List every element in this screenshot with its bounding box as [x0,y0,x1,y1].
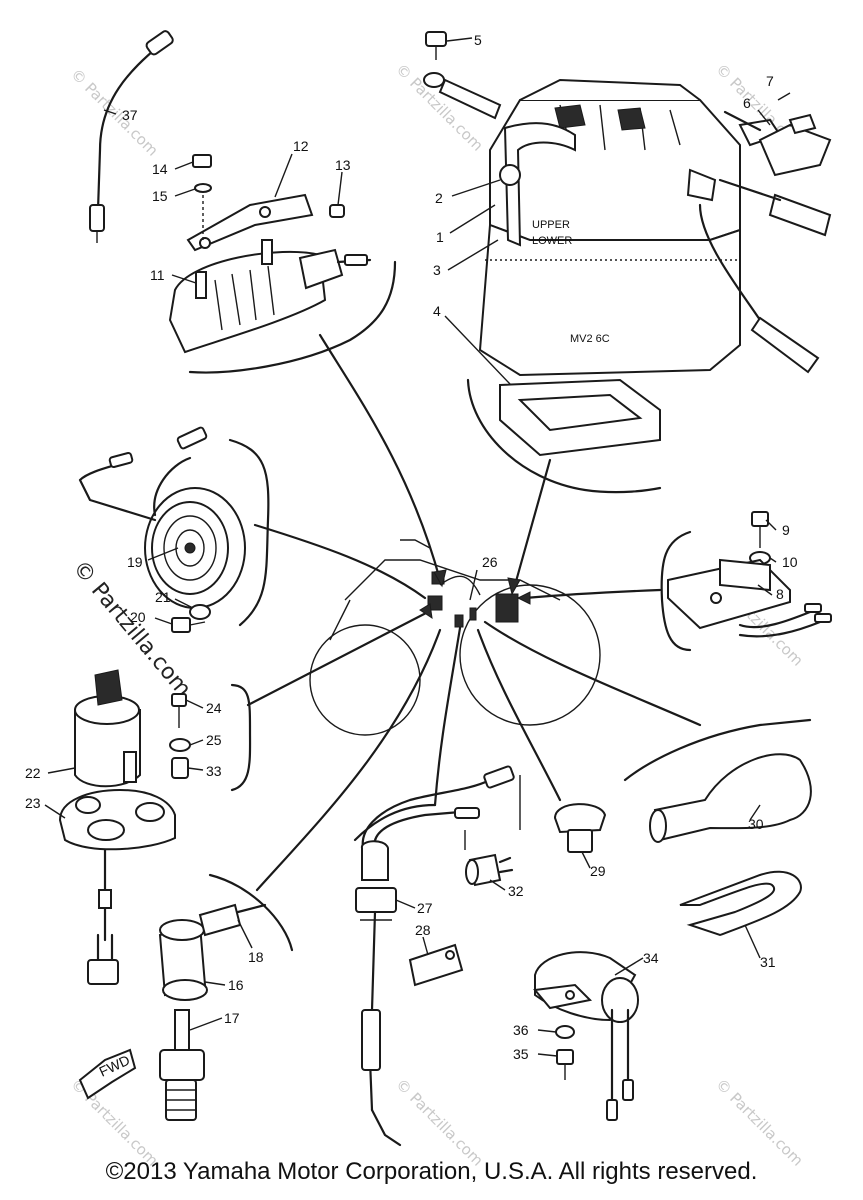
callout-4: 4 [433,303,441,319]
callout-20: 20 [130,609,146,625]
watermark: © Partzilla.com [67,65,162,160]
part-8-rectifier [667,511,832,638]
battery-model-label: MV2 6C [570,333,610,345]
battery-lower-label: LOWER [532,235,572,247]
callout-25: 25 [206,732,222,748]
callout-27: 27 [417,900,433,916]
callout-5: 5 [474,32,482,48]
part-34-35-36-flasher [533,951,639,1121]
callout-13: 13 [335,157,351,173]
callout-17: 17 [224,1010,240,1026]
callout-21: 21 [155,589,171,605]
callout-29: 29 [590,863,606,879]
bracket-cap [623,718,812,782]
leader-lines [246,333,702,892]
callout-30: 30 [748,816,764,832]
watermark: © Partzilla.com [67,1075,162,1170]
bracket-spark-plug [208,873,294,952]
callout-28: 28 [415,922,431,938]
callout-11: 11 [150,267,165,283]
bracket-relay [188,260,397,374]
battery-upper-label: UPPER [532,219,570,231]
part-19-horn [78,426,246,633]
callout-18: 18 [248,949,264,965]
bracket-main-switch [230,683,252,792]
callout-6: 6 [743,95,751,111]
callout-9: 9 [782,522,790,538]
callout-36: 36 [513,1022,529,1038]
callout-12: 12 [293,138,309,154]
callout-31: 31 [760,954,776,970]
part-16-17-18-spark-plug [158,903,267,1121]
part-29-oil-switch [553,803,607,853]
fwd-arrow-icon: FWD [78,1048,137,1100]
callout-24: 24 [206,700,222,716]
callout-7: 7 [766,73,774,89]
part-27-28-32-neutral-switch [355,765,515,1147]
callout-numbers: 5 7 6 2 1 3 4 37 12 13 14 15 11 9 10 8 1… [25,32,798,1062]
bracket-neutral-switch [353,803,437,842]
battery-assembly: UPPER LOWER MV2 6C [423,31,832,457]
bracket-neutral-switch-box [464,775,521,850]
callout-1: 1 [436,229,444,245]
callout-19: 19 [127,554,143,570]
bracket-rectifier [660,530,692,652]
callout-2: 2 [435,190,443,206]
part-31-band [679,870,802,937]
callout-34: 34 [643,950,659,966]
callout-16: 16 [228,977,244,993]
part-22-23-main-switch [58,669,191,985]
callout-22: 22 [25,765,41,781]
callout-15: 15 [152,188,168,204]
callout-32: 32 [508,883,524,899]
bracket-horn [228,438,270,627]
callout-35: 35 [513,1046,529,1062]
callout-26: 26 [482,554,498,570]
callout-23: 23 [25,795,41,811]
part-30-cap [649,753,812,843]
motorcycle-outline [309,539,601,736]
callout-37: 37 [122,107,138,123]
part-12-14-15-13-11-starter-relay [168,154,372,354]
copyright-text: ©2013 Yamaha Motor Corporation, U.S.A. A… [105,1158,758,1185]
callout-10: 10 [782,554,798,570]
watermark: © Partzilla.com [392,1075,487,1170]
callout-3: 3 [433,262,441,278]
callout-14: 14 [152,161,168,177]
callout-33: 33 [206,763,222,779]
watermark: © Partzilla.com [712,1075,807,1170]
callout-8: 8 [776,586,784,602]
bracket-battery [466,378,662,494]
part-37-wire [89,30,174,243]
